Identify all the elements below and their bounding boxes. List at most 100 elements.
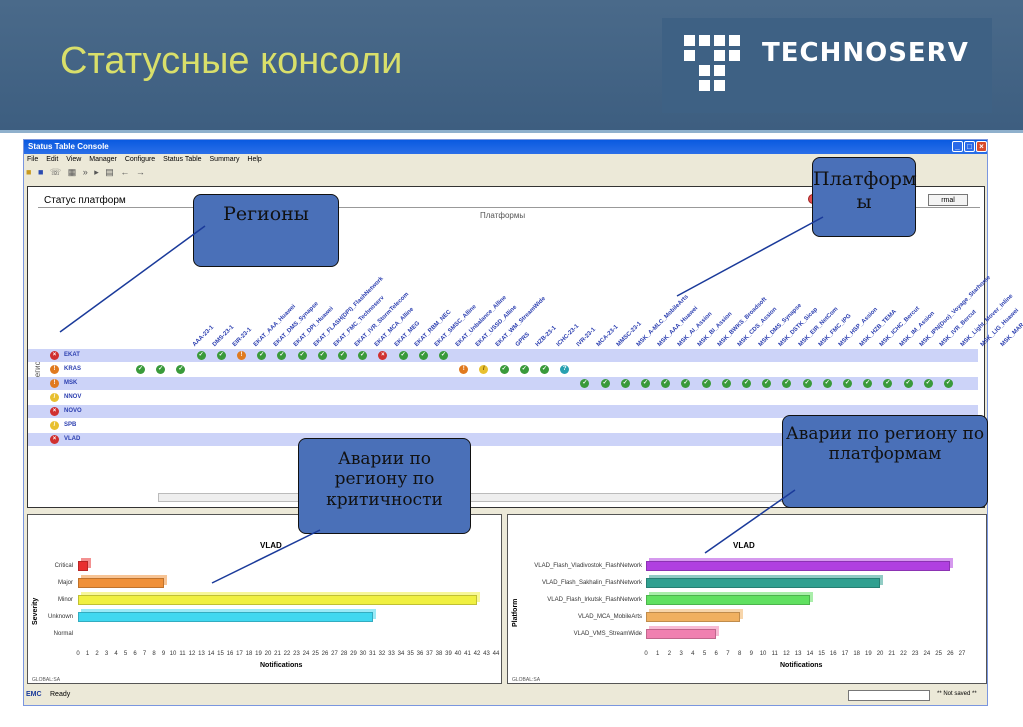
menu-bar: File Edit View Manager Configure Status …	[24, 154, 987, 166]
status-cell-icon[interactable]: ✓	[136, 365, 145, 374]
status-cell-icon[interactable]: ✓	[742, 379, 751, 388]
status-cell-icon[interactable]: ✓	[822, 379, 832, 388]
column-header[interactable]: HZB-23-1	[535, 325, 559, 348]
tick-label: 3	[679, 651, 683, 657]
forward-arrow-icon[interactable]: →	[135, 167, 145, 177]
status-cell-icon[interactable]: ✓	[358, 351, 368, 360]
status-cell-icon[interactable]: ✓	[216, 351, 226, 360]
bar[interactable]	[78, 612, 373, 622]
column-header[interactable]: EIR-23-1	[232, 326, 254, 348]
menu-file[interactable]: File	[27, 156, 39, 163]
status-cell-icon[interactable]: ✓	[540, 365, 549, 374]
status-cell-icon[interactable]: ✓	[439, 351, 448, 360]
mode-button[interactable]: rmal	[928, 194, 968, 206]
tick-label: 25	[935, 651, 942, 657]
status-cell-icon[interactable]: !	[237, 351, 246, 360]
tick-label: 24	[923, 651, 931, 657]
status-cell-icon[interactable]: ✓	[843, 379, 852, 388]
status-cell-icon[interactable]: ✓	[277, 351, 287, 360]
close-icon[interactable]: ×	[976, 141, 987, 152]
tick-label: 21	[274, 651, 281, 657]
status-cell-icon[interactable]: ×	[378, 351, 388, 360]
status-cell-icon[interactable]: ✓	[519, 365, 529, 374]
bar[interactable]	[646, 595, 810, 605]
menu-configure[interactable]: Configure	[124, 156, 156, 163]
column-header[interactable]: GPRS	[514, 331, 532, 348]
forward-icon[interactable]: »	[82, 167, 88, 177]
bar[interactable]	[78, 578, 164, 588]
menu-status-table[interactable]: Status Table	[163, 156, 202, 163]
minimize-icon[interactable]: _	[952, 141, 963, 152]
status-cell-icon[interactable]: ✓	[681, 379, 691, 388]
open-folder-icon[interactable]: ■	[26, 167, 32, 177]
menu-manager[interactable]: Manager	[89, 156, 117, 163]
table-row[interactable]: /NNOV	[28, 391, 978, 404]
status-cell-icon[interactable]: ✓	[782, 379, 792, 388]
status-cell-icon[interactable]: ✓	[580, 379, 590, 388]
menu-edit[interactable]: Edit	[46, 156, 59, 163]
play-icon[interactable]: ▸	[94, 167, 99, 177]
tick-label: 24	[302, 651, 310, 657]
tick-label: 12	[188, 651, 196, 657]
table-row[interactable]: ×VLAD	[28, 433, 978, 446]
severity-x-label: Notifications	[260, 662, 303, 669]
phone-icon[interactable]: ☏	[49, 167, 62, 177]
bar[interactable]	[646, 561, 951, 571]
maximize-icon[interactable]: □	[964, 141, 975, 152]
table-row[interactable]: /SPB	[28, 419, 978, 432]
status-cell-icon[interactable]: ✓	[176, 365, 186, 374]
row-status-icon: ×	[50, 435, 59, 444]
bar[interactable]	[646, 578, 881, 588]
table-row[interactable]: ×NOVO	[28, 405, 978, 418]
status-cell-icon[interactable]: ✓	[398, 351, 408, 360]
status-cell-icon[interactable]: ✓	[802, 379, 812, 388]
status-cell-icon[interactable]: ✓	[297, 351, 307, 360]
status-cell-icon[interactable]: ✓	[317, 351, 327, 360]
status-cell-icon[interactable]: ✓	[923, 379, 933, 388]
grid-icon[interactable]: ▤	[105, 167, 114, 177]
save-icon[interactable]: ■	[37, 167, 44, 177]
bar[interactable]	[646, 612, 740, 622]
status-cell-icon[interactable]: ✓	[620, 379, 630, 388]
status-cell-icon[interactable]: !	[459, 365, 469, 374]
status-cell-icon[interactable]: ✓	[883, 379, 893, 388]
status-cell-icon[interactable]: /	[479, 365, 489, 374]
bar[interactable]	[78, 595, 477, 605]
table-icon[interactable]: ▦	[67, 167, 77, 177]
status-cell-icon[interactable]: ✓	[701, 379, 711, 388]
status-cell-icon[interactable]: ✓	[641, 379, 650, 388]
table-row[interactable]: !KRAS✓✓✓!/✓✓✓?	[28, 363, 978, 376]
back-arrow-icon[interactable]: ←	[120, 167, 130, 177]
tick-label: 26	[321, 651, 329, 657]
status-cell-icon[interactable]: ✓	[338, 351, 347, 360]
category-label: VLAD_VMS_StreamWide	[573, 631, 642, 637]
status-cell-icon[interactable]: ?	[560, 365, 570, 374]
table-row[interactable]: !MSK✓✓✓✓✓✓✓✓✓✓✓✓✓✓✓✓✓✓✓	[28, 377, 978, 390]
divider	[38, 207, 980, 208]
status-cell-icon[interactable]: ✓	[863, 379, 873, 388]
status-cell-icon[interactable]: ✓	[661, 379, 671, 388]
column-header[interactable]: MSK_HZB_TEMA	[858, 308, 898, 348]
column-header[interactable]: MSK_IVR_Bercut	[939, 309, 979, 348]
status-cell-icon[interactable]: ✓	[944, 379, 953, 388]
status-cell-icon[interactable]: ✓	[762, 379, 772, 388]
status-cell-icon[interactable]: ✓	[196, 351, 206, 360]
status-cell-icon[interactable]: ✓	[499, 365, 509, 374]
status-field[interactable]	[848, 690, 930, 701]
status-cell-icon[interactable]: ✓	[418, 351, 428, 360]
status-cell-icon[interactable]: ✓	[156, 365, 166, 374]
menu-summary[interactable]: Summary	[209, 156, 240, 163]
bar[interactable]	[78, 561, 88, 571]
menu-view[interactable]: View	[66, 156, 82, 163]
platform-chart-title: VLAD	[733, 541, 755, 550]
tick-label: 13	[794, 651, 802, 657]
severity-footer: GLOBAL:SA	[32, 677, 61, 683]
status-cell-icon[interactable]: ✓	[903, 379, 913, 388]
status-cell-icon[interactable]: ✓	[721, 379, 731, 388]
status-cell-icon[interactable]: ✓	[600, 379, 610, 388]
column-header[interactable]: IVR-23-1	[575, 326, 597, 348]
bar[interactable]	[646, 629, 717, 639]
menu-help[interactable]: Help	[247, 156, 262, 163]
table-row[interactable]: ×EKAT✓✓!✓✓✓✓✓✓×✓✓✓	[28, 349, 978, 362]
status-cell-icon[interactable]: ✓	[257, 351, 267, 360]
